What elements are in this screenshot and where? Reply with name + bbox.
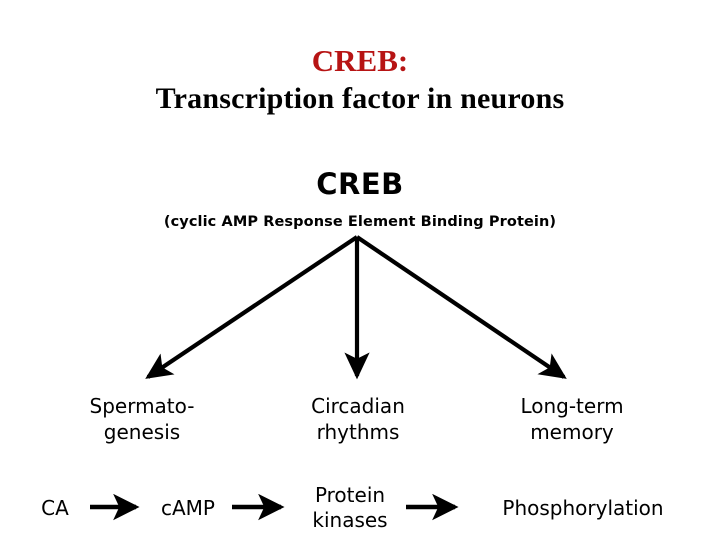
pathway-node-ca: CA [20,496,90,521]
branch-label-long-term-memory: Long-term memory [472,393,672,445]
pathway-node-line-2: kinases [312,508,388,532]
branch-label-circadian-rhythms: Circadian rhythms [258,393,458,445]
branch-label-spermatogenesis: Spermato- genesis [42,393,242,445]
branch-label-row: Spermato- genesis Circadian rhythms Long… [0,393,720,453]
arrow-to-long-term-memory [355,235,567,379]
pathway-node-line-1: CA [41,496,69,520]
branch-label-line-1: Spermato- [89,394,195,418]
pathway-node-camp: cAMP [145,496,231,521]
creb-subheading: (cyclic AMP Response Element Binding Pro… [163,214,557,230]
pathway-node-line-1: Phosphorylation [502,496,664,520]
branch-label-line-1: Long-term [520,394,624,418]
title-line-1: CREB: [311,43,409,78]
branch-label-line-1: Circadian [311,394,405,418]
pathway-node-line-1: cAMP [161,496,215,520]
pathway-row: CA cAMP Protein kinases Phosphorylation [0,470,720,540]
branch-label-line-2: memory [530,420,614,444]
pathway-node-phosphorylation: Phosphorylation [467,496,699,521]
title-line-2: Transcription factor in neurons [155,82,565,115]
page-title: CREB: Transcription factor in neurons [0,42,720,118]
creb-heading: CREB [316,167,404,201]
arrow-to-spermatogenesis [145,235,359,379]
branch-label-line-2: genesis [103,420,181,444]
pathway-node-line-1: Protein [314,483,386,507]
pathway-node-protein-kinases: Protein kinases [296,483,404,533]
branch-label-line-2: rhythms [316,420,400,444]
